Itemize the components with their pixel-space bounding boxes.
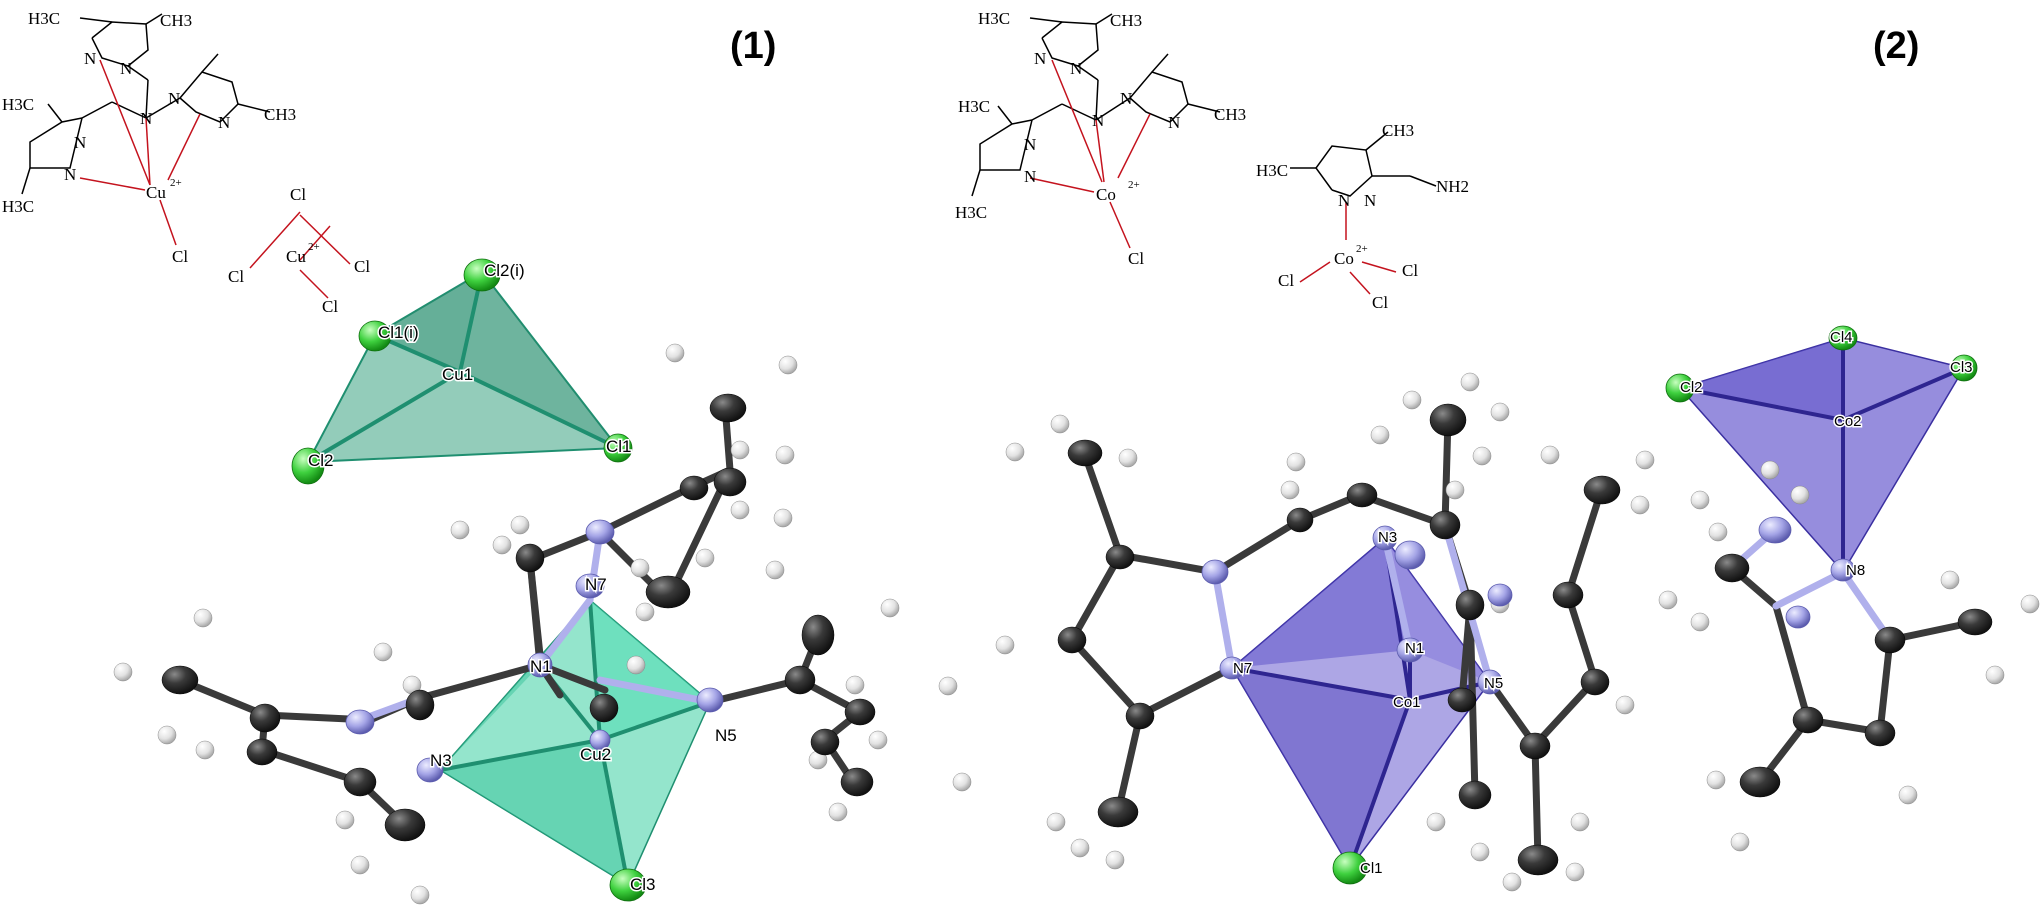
structure-2-hydrogens	[995, 372, 2040, 892]
nitrogen-label: N	[168, 89, 180, 108]
metal-label: Co	[1096, 185, 1116, 204]
scheme-2-coordination-bonds	[1029, 59, 1397, 295]
atom-label-cl1: Cl1	[1360, 860, 1383, 877]
panel-label-1: (1)	[730, 25, 776, 67]
atom-label-cl3: Cl3	[630, 875, 656, 894]
chloride-label: Cl	[1372, 293, 1388, 312]
atom-label-n1: N1	[530, 657, 552, 676]
chloride-label: Cl	[228, 267, 244, 286]
cu2-bipyramid	[438, 598, 711, 887]
nitrogen-label: N	[1338, 191, 1350, 210]
nitrogen-label: N	[120, 59, 132, 78]
chloride-label: Cl	[172, 247, 188, 266]
chloride-label: Cl	[354, 257, 370, 276]
atom-label-cl4: Cl4	[1830, 329, 1853, 346]
nitrogen-label: N	[1092, 111, 1104, 130]
atom-label-cl1i: Cl1(i)	[378, 323, 419, 342]
amine-label: NH2	[1436, 177, 1469, 196]
nitrogen-label: N	[1034, 49, 1046, 68]
nitrogen-label: N	[1120, 89, 1132, 108]
nitrogen-label: N	[84, 49, 96, 68]
chloride-label: Cl	[290, 185, 306, 204]
methyl-label: CH3	[1382, 121, 1414, 140]
chloride-label: Cl	[1278, 271, 1294, 290]
structure-2-carbons	[1057, 403, 1993, 876]
atom-label-cl2: Cl2	[308, 451, 334, 470]
nitrogen-label: N	[218, 113, 230, 132]
metal-label: Cu	[286, 247, 306, 266]
scheme-1-labels: H3C CH3 H3C CH3 H3C N N N N N N N Cu 2+ …	[2, 9, 370, 316]
atom-label-cu1: Cu1	[442, 365, 473, 384]
structure-1-chlorines	[291, 258, 647, 902]
methyl-label: H3C	[955, 203, 987, 222]
charge-label: 2+	[1128, 179, 1140, 191]
atom-label-n5: N5	[715, 726, 737, 745]
methyl-label: H3C	[958, 97, 990, 116]
structure-1-carbons	[161, 393, 876, 842]
atom-label-cu2: Cu2	[580, 745, 611, 764]
methyl-label: H3C	[28, 9, 60, 28]
nitrogen-label: N	[64, 165, 76, 184]
atom-label-co2: Co2	[1834, 413, 1862, 430]
cu1-tetrahedron	[306, 270, 620, 464]
scheme-2	[971, 13, 1437, 197]
atom-label-co1: Co1	[1393, 694, 1421, 711]
chloride-label: Cl	[322, 297, 338, 316]
atom-label-n7: N7	[585, 575, 607, 594]
chloride-label: Cl	[1128, 249, 1144, 268]
structure-2-labels: Cl4 Cl2 Cl3 Co2 N8 N3 N1 N7 Co1 N5 Cl1	[1232, 328, 1975, 879]
scheme-2-labels: H3C CH3 H3C CH3 H3C N N N N N N N Co 2+ …	[955, 9, 1469, 312]
atom-label-n1: N1	[1405, 640, 1424, 657]
atom-label-cl3: Cl3	[1950, 359, 1973, 376]
atom-label-n5: N5	[1484, 675, 1503, 692]
chloride-label: Cl	[1402, 261, 1418, 280]
structure-1-nitrogens	[345, 519, 724, 783]
methyl-label: CH3	[1110, 11, 1142, 30]
atom-label-cl2i: Cl2(i)	[484, 261, 525, 280]
nitrogen-label: N	[1364, 191, 1376, 210]
methyl-label: H3C	[1256, 161, 1288, 180]
metal-label: Co	[1334, 249, 1354, 268]
nitrogen-label: N	[1024, 167, 1036, 186]
methyl-label: H3C	[2, 95, 34, 114]
scheme-1-coordination-bonds	[79, 59, 351, 299]
nitrogen-label: N	[1024, 135, 1036, 154]
charge-label: 2+	[170, 177, 182, 189]
scheme-1	[21, 13, 271, 195]
atom-label-n3: N3	[430, 751, 452, 770]
structure-2-chlorines	[1332, 325, 1978, 885]
methyl-label: CH3	[160, 11, 192, 30]
nitrogen-label: N	[1168, 113, 1180, 132]
atom-label-cl2: Cl2	[1680, 379, 1703, 396]
methyl-label: H3C	[2, 197, 34, 216]
structure-1-labels: Cl2(i) Cl1(i) Cu1 Cl1 Cl2 N7 N1 Cu2 N3 N…	[307, 260, 739, 896]
structure-1-hydrogens	[113, 343, 972, 905]
methyl-label: CH3	[1214, 105, 1246, 124]
methyl-label: H3C	[978, 9, 1010, 28]
nitrogen-label: N	[1070, 59, 1082, 78]
charge-label: 2+	[308, 241, 320, 253]
nitrogen-label: N	[140, 109, 152, 128]
methyl-label: CH3	[264, 105, 296, 124]
atom-label-n8: N8	[1846, 562, 1865, 579]
atom-label-n7: N7	[1233, 660, 1252, 677]
nitrogen-label: N	[74, 133, 86, 152]
structure-2-nitrogens	[1201, 516, 1856, 695]
atom-label-n3: N3	[1378, 529, 1397, 546]
atom-label-cl1: Cl1	[606, 437, 632, 456]
metal-label: Cu	[146, 183, 166, 202]
charge-label: 2+	[1356, 243, 1368, 255]
panel-label-2: (2)	[1873, 25, 1919, 67]
